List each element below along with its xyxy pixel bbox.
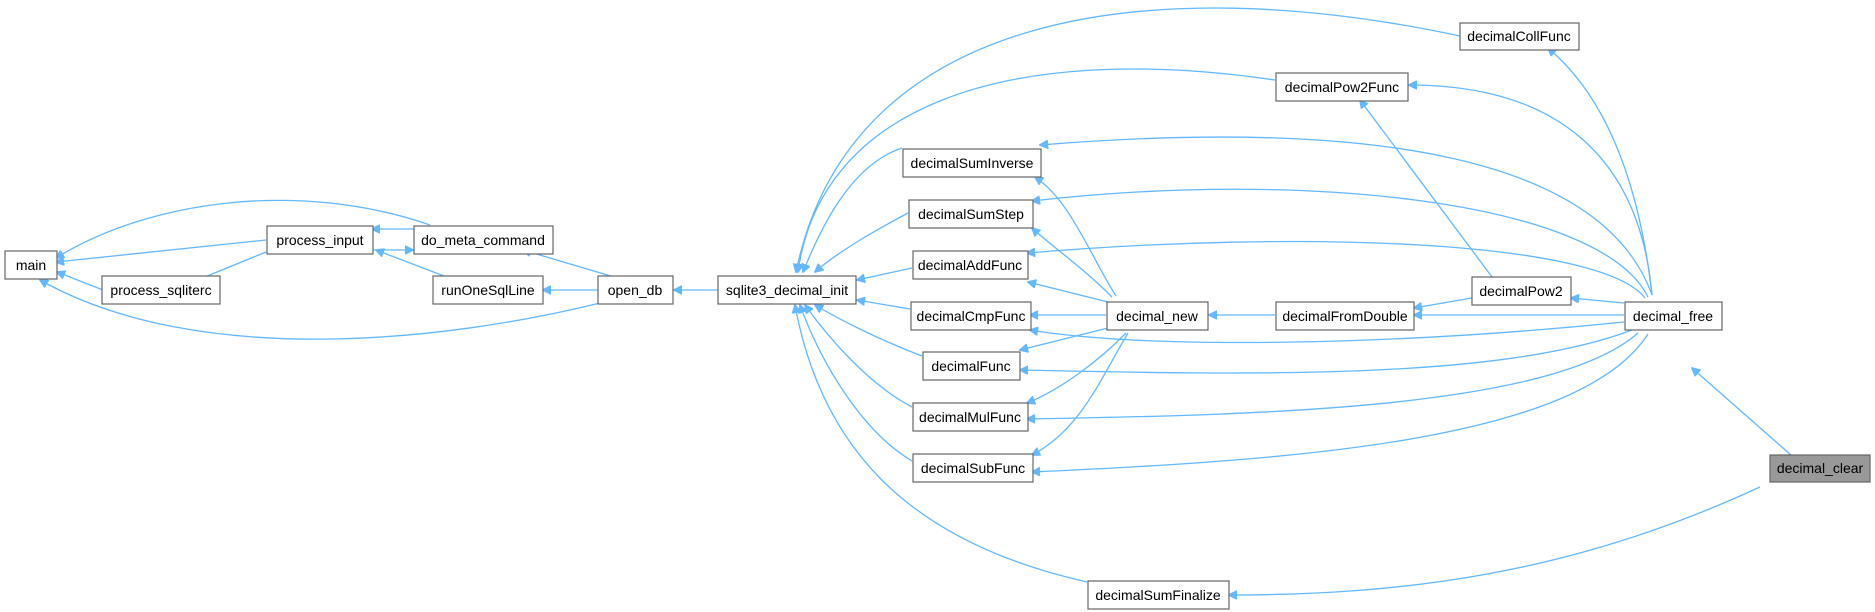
node-decimal-free[interactable]: decimal_free — [1624, 301, 1723, 331]
edge-decimal-new-to-decimal-sum-step — [1032, 228, 1113, 298]
edge-decimal-free-to-decimal-cmp-func — [1030, 321, 1625, 344]
node-decimal-mul-func[interactable]: decimalMulFunc — [912, 402, 1029, 432]
edge-decimal-new-to-decimal-add-func — [1028, 282, 1109, 303]
node-main-label: main — [16, 257, 46, 273]
node-do-meta-command[interactable]: do_meta_command — [413, 225, 554, 255]
node-decimal-from-double-label: decimalFromDouble — [1282, 308, 1407, 324]
node-decimal-pow2-func[interactable]: decimalPow2Func — [1275, 72, 1409, 102]
node-decimal-sub-func-label: decimalSubFunc — [921, 460, 1025, 476]
edge-decimal-pow2-to-decimal-from-double — [1414, 297, 1473, 308]
edge-decimal-free-to-decimal-sum-step — [1032, 188, 1649, 298]
node-decimal-sum-step[interactable]: decimalSumStep — [908, 199, 1034, 229]
edge-do-meta-command-to-main — [56, 199, 431, 258]
node-decimal-add-func-label: decimalAddFunc — [918, 257, 1022, 273]
edge-decimal-sum-finalize-to-init — [795, 305, 1088, 583]
node-decimal-sum-inverse[interactable]: decimalSumInverse — [902, 148, 1042, 178]
edge-decimal-free-to-decimal-add-func — [1027, 240, 1646, 299]
edge-decimal-free-to-decimal-mul-func — [1027, 332, 1639, 419]
node-decimal-from-double[interactable]: decimalFromDouble — [1275, 301, 1415, 331]
node-decimal-pow2[interactable]: decimalPow2 — [1471, 276, 1572, 306]
node-main[interactable]: main — [4, 250, 58, 280]
node-decimal-new-label: decimal_new — [1116, 308, 1199, 324]
edge-process-input-to-main — [56, 239, 267, 262]
edge-decimal-clear-to-decimal-sum-finalize — [1229, 486, 1761, 595]
node-decimal-free-label: decimal_free — [1633, 308, 1713, 324]
node-run-one-sql-line[interactable]: runOneSqlLine — [432, 275, 544, 305]
edge-decimal-sub-func-to-init — [800, 305, 913, 462]
edge-decimal-func-to-init — [815, 305, 923, 357]
edges — [40, 7, 1792, 595]
node-decimal-clear[interactable]: decimal_clear — [1769, 454, 1871, 483]
node-decimal-pow2-func-label: decimalPow2Func — [1285, 79, 1399, 95]
edge-decimal-free-to-decimal-func — [1020, 329, 1633, 373]
edge-decimal-cmp-func-to-init — [857, 300, 911, 310]
edge-decimal-clear-to-decimal-free — [1692, 368, 1792, 456]
edge-decimal-new-to-decimal-func — [1020, 327, 1109, 350]
node-decimal-sum-finalize-label: decimalSumFinalize — [1095, 587, 1220, 603]
node-decimal-sum-inverse-label: decimalSumInverse — [911, 155, 1034, 171]
node-open-db-label: open_db — [608, 282, 663, 298]
node-decimal-coll-func-label: decimalCollFunc — [1467, 28, 1570, 44]
edge-decimal-free-to-decimal-sub-func — [1032, 333, 1649, 472]
node-decimal-cmp-func[interactable]: decimalCmpFunc — [910, 301, 1032, 331]
edge-decimal-free-to-decimal-sum-inverse — [1040, 136, 1653, 296]
node-decimal-cmp-func-label: decimalCmpFunc — [917, 308, 1026, 324]
node-decimal-mul-func-label: decimalMulFunc — [919, 409, 1021, 425]
node-process-sqliterc[interactable]: process_sqliterc — [101, 275, 221, 305]
node-sqlite3-decimal-init-label: sqlite3_decimal_init — [726, 282, 848, 298]
node-process-input-label: process_input — [276, 232, 363, 248]
node-process-input[interactable]: process_input — [266, 225, 374, 255]
edge-decimal-free-to-decimal-pow2 — [1571, 298, 1625, 304]
node-decimal-add-func[interactable]: decimalAddFunc — [912, 250, 1029, 280]
node-run-one-sql-line-label: runOneSqlLine — [441, 282, 535, 298]
edge-decimal-pow2-to-decimal-pow2-func — [1360, 100, 1493, 278]
node-sqlite3-decimal-init[interactable]: sqlite3_decimal_init — [717, 275, 857, 305]
edge-decimal-mul-func-to-init — [805, 305, 913, 408]
edge-decimal-new-to-decimal-sum-inverse — [1035, 177, 1117, 297]
edge-decimal-add-func-to-init — [857, 267, 913, 280]
edge-open-db-to-main — [40, 280, 601, 340]
edge-decimal-new-to-decimal-mul-func — [1027, 332, 1127, 403]
node-do-meta-command-label: do_meta_command — [421, 232, 545, 248]
edge-decimal-free-to-decimal-pow2-func — [1409, 85, 1653, 296]
node-decimal-coll-func[interactable]: decimalCollFunc — [1459, 22, 1580, 51]
edge-decimal-pow2-func-to-init — [798, 68, 1276, 272]
edge-decimal-free-to-decimal-coll-func — [1548, 48, 1653, 296]
node-process-sqliterc-label: process_sqliterc — [110, 282, 211, 298]
node-decimal-sub-func[interactable]: decimalSubFunc — [912, 453, 1034, 483]
edge-run-one-sql-line-to-process-input — [376, 250, 445, 277]
edge-process-sqliterc-to-main — [57, 272, 104, 291]
edge-decimal-coll-func-to-init — [796, 7, 1461, 272]
node-open-db[interactable]: open_db — [597, 275, 674, 305]
edge-decimal-sum-inverse-to-init — [803, 147, 903, 272]
edge-decimal-sum-step-to-init — [815, 212, 909, 272]
node-decimal-pow2-label: decimalPow2 — [1479, 283, 1562, 299]
node-decimal-func-label: decimalFunc — [931, 358, 1010, 374]
node-decimal-sum-step-label: decimalSumStep — [918, 206, 1024, 222]
node-decimal-sum-finalize[interactable]: decimalSumFinalize — [1087, 580, 1230, 610]
node-decimal-clear-label: decimal_clear — [1777, 460, 1864, 476]
node-decimal-func[interactable]: decimalFunc — [922, 351, 1021, 381]
edge-decimal-new-to-decimal-sub-func — [1032, 332, 1129, 455]
nodes: main process_input do_meta_command proce… — [4, 22, 1871, 610]
node-decimal-new[interactable]: decimal_new — [1106, 301, 1209, 331]
